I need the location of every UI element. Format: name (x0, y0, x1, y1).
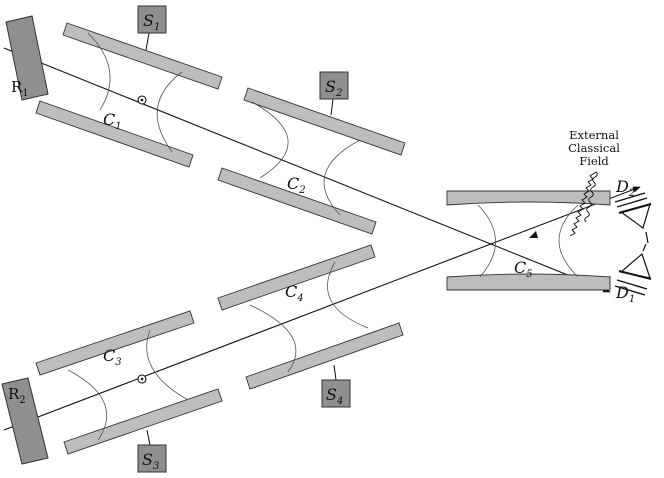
c5-mode-left (477, 204, 496, 278)
lower-beam-path (3, 186, 641, 431)
c1-mode-right (156, 71, 183, 153)
s3-subscript: 3 (153, 461, 159, 472)
d1-subscript: 1 (629, 294, 635, 305)
svg-text:R1: R1 (11, 78, 29, 99)
svg-text:S1: S1 (143, 11, 160, 33)
s3-label: S (142, 450, 153, 469)
svg-text:C5: C5 (514, 258, 533, 280)
c3-mode-right (146, 329, 189, 401)
c2-label: C (287, 174, 299, 193)
detector-d2: D2 (614, 177, 652, 244)
c1-subscript: 1 (115, 121, 121, 132)
svg-text:S4: S4 (326, 385, 343, 407)
s4-subscript: 4 (336, 396, 343, 407)
source-r2: R2 (1, 377, 49, 465)
c5-subscript: 5 (526, 269, 532, 280)
c5-label: C (514, 258, 526, 277)
c2-mode-left (251, 101, 289, 179)
c5-mode-right (558, 204, 579, 278)
c3-label: C (103, 346, 115, 365)
r1-label: R (11, 78, 23, 96)
c1-mirror-top (62, 22, 223, 90)
c1-mirror-bottom (35, 100, 194, 168)
upper-beam-path (3, 47, 611, 293)
cavity-c4: C4 (217, 244, 404, 390)
external-field: External Classical Field (529, 128, 620, 238)
svg-text:D2: D2 (615, 177, 635, 199)
d2-label: D (615, 177, 629, 196)
svg-text:C3: C3 (103, 346, 122, 368)
svg-text:C1: C1 (103, 110, 122, 132)
s2-label: S (325, 77, 336, 96)
cavity-c5: C5 (446, 190, 611, 291)
cavity-c3: C3 (35, 310, 223, 455)
r2-label: R (8, 385, 20, 403)
s1-label: S (143, 11, 154, 30)
c4-subscript: 4 (296, 293, 303, 304)
source-r1: R1 (5, 15, 49, 101)
cavity-c1: C1 (35, 22, 223, 168)
c3-mode-left (67, 369, 107, 441)
field-label-line3: Field (579, 154, 609, 168)
c4-mode-right (327, 261, 369, 329)
c4-mirror-top (217, 244, 376, 311)
source-s2: S2 (319, 71, 349, 116)
detector-d1: D1 (614, 243, 652, 305)
c2-mirror-bottom (217, 167, 377, 235)
r2-subscript: 2 (19, 395, 25, 406)
c2-mode-right (323, 139, 361, 216)
s4-label: S (326, 385, 337, 404)
d2-subscript: 2 (628, 188, 635, 199)
svg-text:S3: S3 (142, 450, 159, 472)
source-s1: S1 (137, 5, 167, 51)
s2-subscript: 2 (335, 88, 342, 99)
c3-mirror-top (35, 310, 195, 376)
c3-subscript: 3 (115, 357, 121, 368)
r1-subscript: 1 (22, 88, 28, 99)
c2-subscript: 2 (298, 185, 305, 196)
c4-mode-left (249, 304, 297, 373)
svg-text:D1: D1 (615, 283, 635, 305)
cavity-c2: C2 (217, 87, 406, 235)
c4-label: C (285, 282, 297, 301)
field-wavy-arrow (569, 171, 598, 237)
c3-mirror-bottom (63, 388, 223, 455)
d1-label: D (615, 283, 629, 302)
field-label-line1: External (569, 128, 619, 142)
svg-text:C4: C4 (285, 282, 304, 304)
svg-text:R2: R2 (8, 385, 26, 406)
source-s3: S3 (137, 429, 167, 473)
c2-mirror-top (243, 87, 406, 156)
svg-text:C2: C2 (287, 174, 306, 196)
c1-label: C (103, 110, 115, 129)
field-label-line2: Classical (568, 141, 620, 155)
c5-mirror-top (446, 190, 611, 206)
c4-mirror-bottom (245, 322, 404, 390)
c1-mode-left (87, 32, 111, 111)
s1-subscript: 1 (154, 22, 160, 33)
svg-text:S2: S2 (325, 77, 342, 99)
source-s4: S4 (321, 364, 351, 408)
